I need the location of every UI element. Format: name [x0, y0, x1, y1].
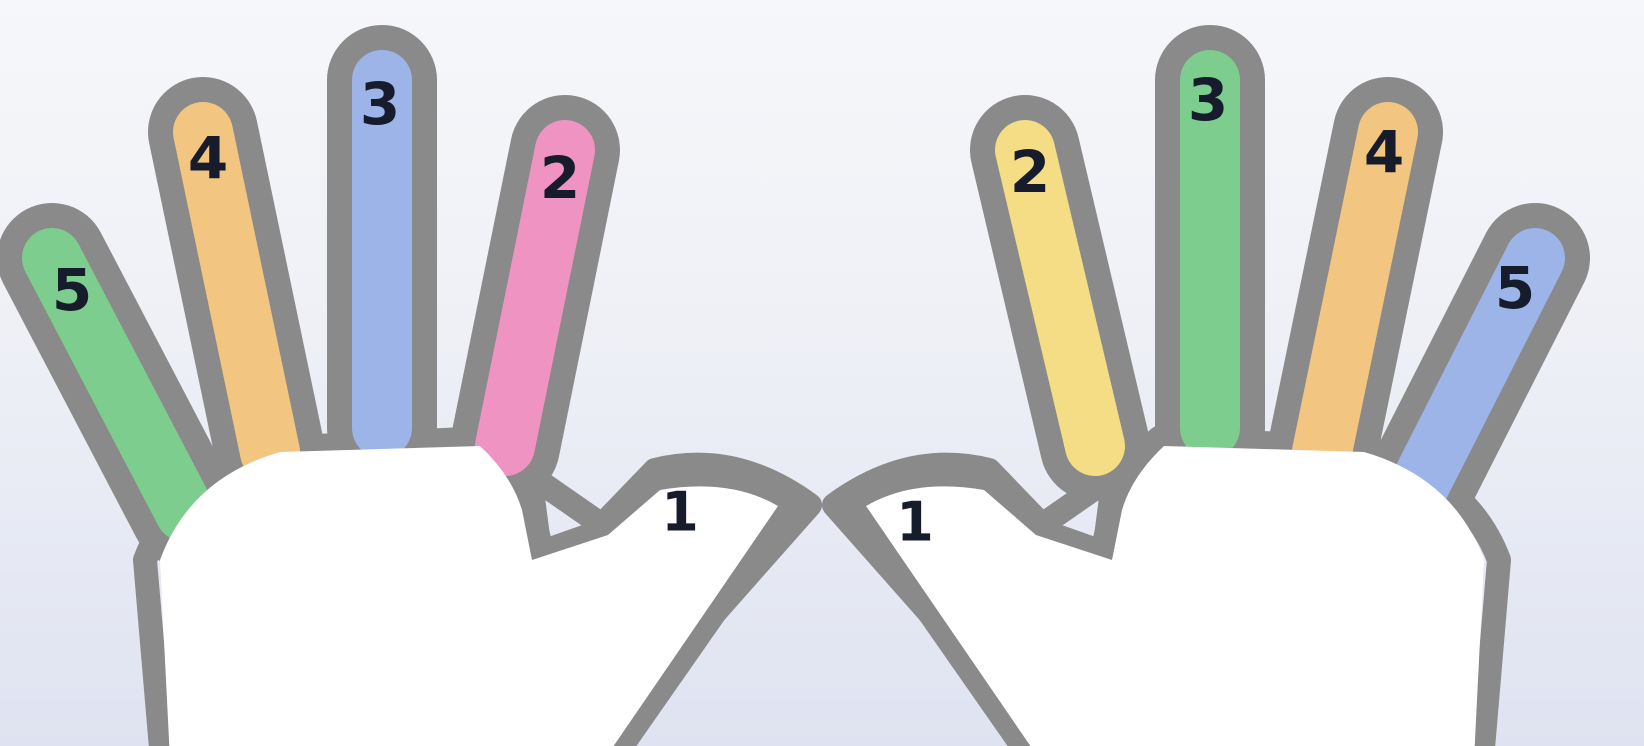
left-finger-4-number: 4: [188, 124, 228, 192]
right-finger-3-number: 3: [1188, 66, 1228, 134]
left-finger-3-number: 3: [360, 70, 400, 138]
left-thumb-number: 1: [661, 481, 699, 544]
right-hand: 2 3 4 5 1: [834, 66, 1535, 746]
right-palm: [866, 446, 1484, 746]
left-finger-2-number: 2: [540, 144, 580, 212]
left-finger-5-number: 5: [52, 256, 92, 324]
right-thumb-number: 1: [896, 491, 934, 554]
right-finger-4-number: 4: [1364, 118, 1404, 186]
right-finger-5-number: 5: [1495, 254, 1535, 322]
right-finger-2-number: 2: [1010, 138, 1050, 206]
left-hand: 5 4 3 2 1: [52, 70, 810, 746]
